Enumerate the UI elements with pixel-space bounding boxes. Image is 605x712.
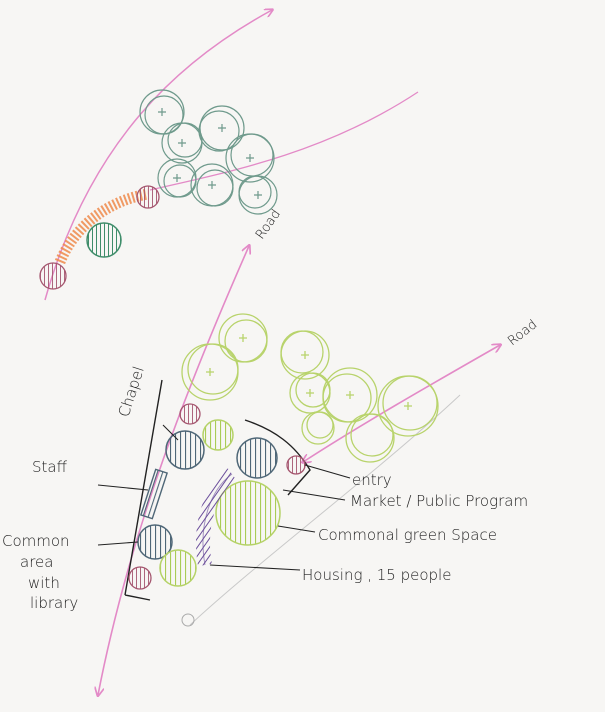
- road-line-upper-right: [149, 91, 419, 191]
- lime-space-small: [202, 419, 234, 451]
- upper-maroon-node-top: [136, 185, 160, 209]
- market-label: Market / Public Program: [350, 492, 528, 510]
- common-label-line2: area: [20, 553, 53, 571]
- common-label-line4: library: [30, 594, 78, 612]
- program-boundary: [124, 379, 311, 601]
- entry-node: [286, 455, 306, 475]
- chapel-label: Chapel: [115, 364, 148, 419]
- road-label-lower: Road: [505, 317, 540, 349]
- communal-green-space: [215, 480, 281, 546]
- slate-building-top: [165, 430, 205, 470]
- lower-sketch: [98, 246, 500, 695]
- chapel-node: [179, 403, 201, 425]
- small-node-bottom: [181, 613, 195, 627]
- entry-label: entry: [352, 471, 392, 489]
- site-boundary-line: [189, 394, 461, 626]
- orange-path-band: [54, 188, 149, 265]
- road-arc-upper-left: [44, 10, 272, 301]
- road-line-main: [98, 246, 249, 695]
- housing-label: Housing , 15 people: [302, 566, 451, 584]
- staff-label: Staff: [32, 458, 68, 476]
- common-label-line3: with: [28, 574, 60, 592]
- lower-tree-cluster: [181, 313, 439, 463]
- upper-maroon-node-bottom: [39, 262, 67, 290]
- upper-sketch: [39, 10, 419, 301]
- upper-tree-cluster: [139, 89, 278, 215]
- common-label-line1: Common: [2, 532, 70, 550]
- green-space-label: Commonal green Space: [318, 526, 497, 544]
- leader-lines: [97, 424, 351, 571]
- road-label-upper: Road: [253, 207, 284, 242]
- staff-block: [139, 468, 169, 520]
- road-line-right: [303, 345, 500, 462]
- upper-teal-node: [86, 222, 122, 258]
- slate-building-mid: [236, 437, 278, 479]
- lime-space-bottom: [159, 549, 197, 587]
- maroon-node-bottom: [128, 566, 152, 590]
